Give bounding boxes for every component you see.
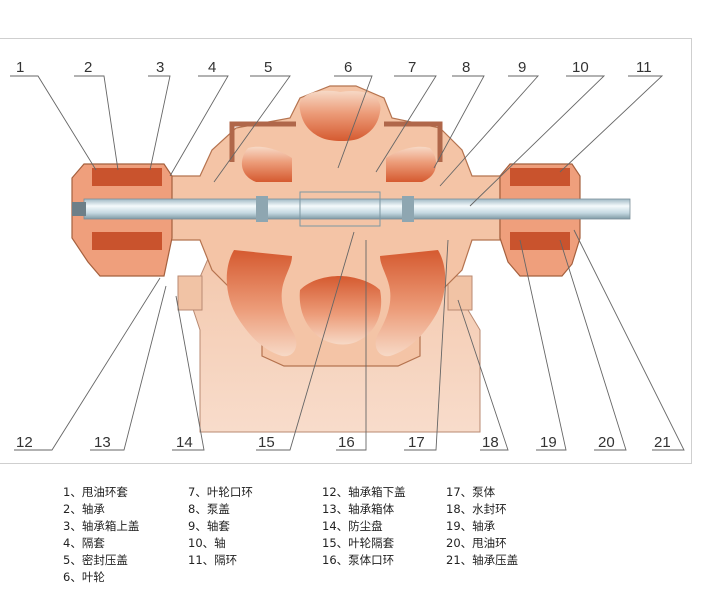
impeller-hub: [299, 191, 381, 227]
base-foot-right: [447, 275, 473, 311]
shaft-sleeve-left: [256, 196, 268, 222]
callout-1: 1: [16, 59, 24, 76]
legend-item: 15、叶轮隔套: [322, 536, 395, 550]
volute-right-upper: [386, 146, 437, 182]
callout-8: 8: [462, 59, 470, 76]
volute-left-upper: [241, 146, 292, 182]
legend-item: 18、水封环: [446, 502, 507, 516]
balance-pipe-left: [229, 121, 296, 162]
diagram-frame: [0, 38, 692, 464]
volute-left-lower: [226, 250, 297, 357]
legend-item: 2、轴承: [63, 502, 105, 516]
legend-item: 11、隔环: [188, 553, 238, 567]
volute-bottom: [299, 276, 382, 345]
legend-item: 14、防尘盘: [322, 519, 383, 533]
callout-2: 2: [84, 59, 92, 76]
callout-11: 11: [636, 59, 652, 76]
callout-5: 5: [264, 59, 272, 76]
callout-15: 15: [258, 434, 275, 451]
callout-4: 4: [208, 59, 216, 76]
callout-17: 17: [408, 434, 425, 451]
legend-item: 13、轴承箱体: [322, 502, 395, 516]
callout-21: 21: [654, 434, 671, 451]
callout-6: 6: [344, 59, 352, 76]
volute-top: [299, 90, 381, 141]
legend-item: 10、轴: [188, 536, 226, 550]
callout-7: 7: [408, 59, 416, 76]
pump-shaft: [83, 198, 631, 220]
callout-numbers: 1 2 3 4 5 6 7 8 9 10 11 12 13 14 15 16 1…: [16, 59, 671, 451]
leader-lines: [10, 75, 685, 451]
legend-item: 1、甩油环套: [63, 485, 128, 499]
volute-right-lower: [375, 250, 446, 357]
legend-item: 8、泵盖: [188, 502, 230, 516]
callout-3: 3: [156, 59, 164, 76]
callout-18: 18: [482, 434, 499, 451]
legend-item: 9、轴套: [188, 519, 230, 533]
legend-item: 20、甩油环: [446, 536, 507, 550]
shaft-sleeve-right: [402, 196, 414, 222]
legend-item: 19、轴承: [446, 519, 496, 533]
legend-item: 17、泵体: [446, 485, 496, 499]
callout-19: 19: [540, 434, 557, 451]
pump-sectional-drawing: 1 2 3 4 5 6 7 8 9 10 11 12 13 14 15 16 1…: [10, 59, 685, 451]
legend-item: 7、叶轮口环: [188, 485, 253, 499]
callout-14: 14: [176, 434, 193, 451]
callout-16: 16: [338, 434, 355, 451]
legend-item: 6、叶轮: [63, 570, 105, 584]
left-bearing-dark: [92, 168, 162, 186]
legend-item: 21、轴承压盖: [446, 553, 519, 567]
balance-pipe-right: [384, 121, 443, 162]
parts-legend: 1、甩油环套 2、轴承 3、轴承箱上盖 4、隔套 5、密封压盖 6、叶轮 7、叶…: [0, 480, 709, 590]
shaft-end: [72, 202, 86, 216]
callout-13: 13: [94, 434, 111, 451]
callout-9: 9: [518, 59, 526, 76]
left-bearing-dark-lower: [92, 232, 162, 250]
right-bearing-dark-lower: [510, 232, 570, 250]
callout-20: 20: [598, 434, 615, 451]
callout-10: 10: [572, 59, 589, 76]
base-foot-left: [177, 275, 203, 311]
legend-item: 3、轴承箱上盖: [63, 519, 140, 533]
callout-12: 12: [16, 434, 33, 451]
legend-item: 16、泵体口环: [322, 553, 395, 567]
right-bearing-dark: [510, 168, 570, 186]
legend-item: 12、轴承箱下盖: [322, 485, 406, 499]
legend-item: 4、隔套: [63, 536, 105, 550]
legend-item: 5、密封压盖: [63, 553, 128, 567]
